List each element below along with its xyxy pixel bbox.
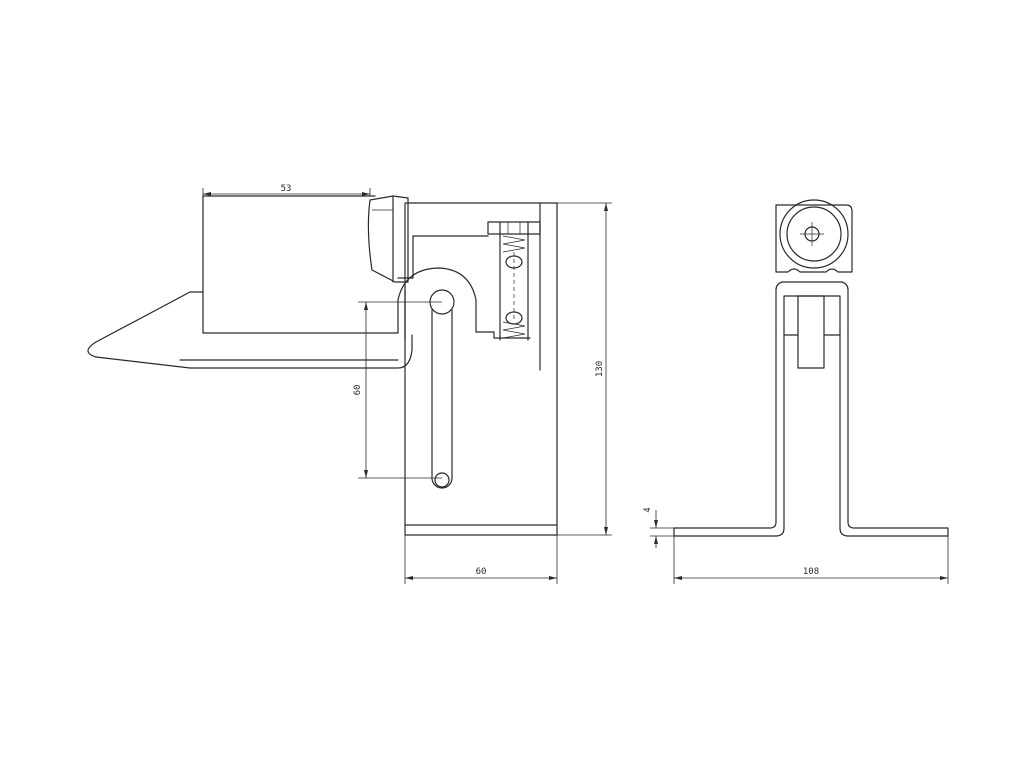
front-view: 4 108 (643, 199, 949, 584)
t-bracket (673, 281, 949, 537)
upright-plate (404, 202, 558, 536)
dim-front-base: 108 (673, 536, 949, 584)
dim-height: 130 (557, 202, 612, 536)
hook-wedge (87, 291, 413, 369)
pivot-slot (429, 289, 455, 489)
wheel (783, 295, 841, 369)
spring-housing (487, 221, 541, 341)
roller-head (775, 199, 853, 273)
dim-label-130: 130 (595, 361, 605, 377)
side-view: 53 60 130 60 (87, 184, 612, 584)
dim-label-60: 60 (476, 567, 487, 577)
dim-label-4: 4 (643, 507, 653, 512)
dim-thickness: 4 (643, 507, 674, 548)
dim-label-slot: 60 (353, 385, 363, 396)
cam-box (202, 195, 531, 341)
dim-slot-length: 60 (353, 301, 442, 479)
roller-cap (367, 195, 409, 283)
dim-label-108: 108 (803, 567, 819, 577)
dim-base-width: 60 (404, 535, 558, 584)
dim-top-width: 53 (202, 184, 371, 196)
dim-label-53: 53 (281, 184, 292, 194)
